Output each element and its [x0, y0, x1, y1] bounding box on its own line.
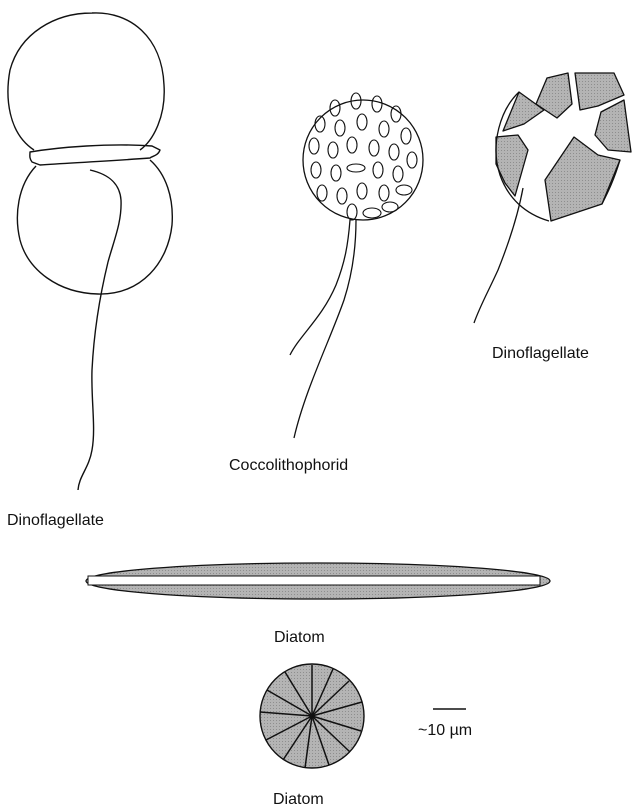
- dinoflagellate-right-flagellum: [474, 188, 523, 323]
- pennate-raphe: [88, 576, 540, 585]
- theca-plate: [496, 135, 528, 196]
- coccolithophorid-flagella: [290, 220, 356, 438]
- coccolithophorid-drawing: [290, 93, 423, 438]
- centric-diatom-label: Diatom: [273, 792, 324, 808]
- dinoflagellate-right-label: Dinoflagellate: [492, 346, 589, 362]
- sulcus-line: [90, 170, 121, 262]
- flagellum: [78, 262, 108, 490]
- coccolithophorid-label: Coccolithophorid: [229, 458, 348, 474]
- coccosphere: [303, 100, 423, 220]
- coccoliths: [309, 93, 417, 220]
- pennate-diatom-label: Diatom: [274, 630, 325, 646]
- centric-diatom-drawing: [260, 664, 364, 768]
- scale-bar-label: ~10 µm: [418, 723, 472, 739]
- theca-plate: [595, 100, 631, 152]
- dinoflagellate-right-drawing: [474, 73, 631, 323]
- pennate-diatom-drawing: [86, 563, 550, 599]
- dinoflagellate-left-label: Dinoflagellate: [7, 513, 104, 529]
- epicone: [8, 13, 164, 150]
- hypocone: [17, 160, 172, 294]
- theca-plate: [503, 92, 544, 131]
- dinoflagellate-left-drawing: [8, 13, 172, 490]
- cingulum: [30, 145, 160, 165]
